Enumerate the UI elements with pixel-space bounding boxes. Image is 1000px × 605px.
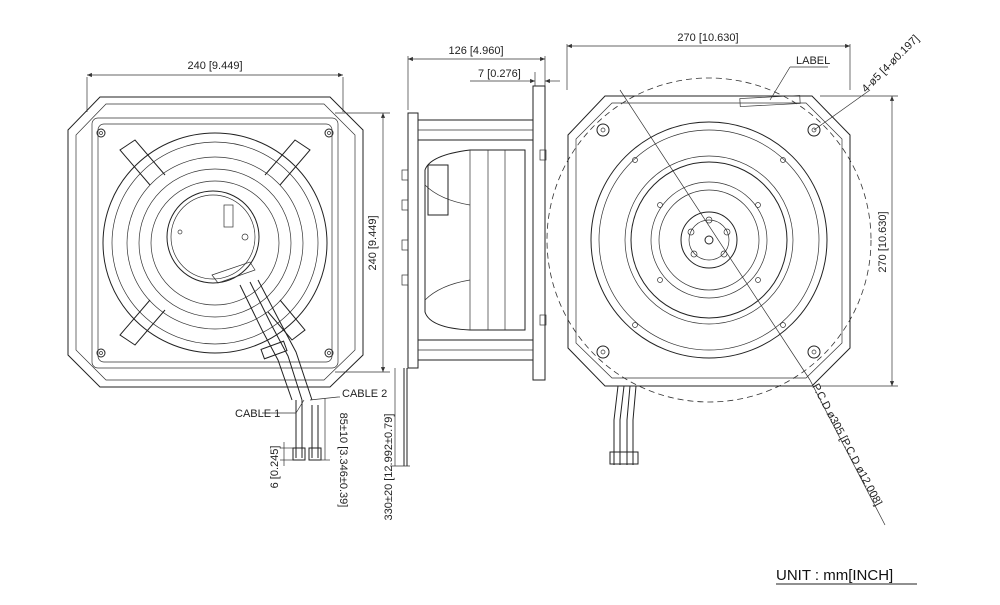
side-depth-dimension: 126 [4.960] [407, 45, 546, 110]
rear-width-label: 270 [10.630] [677, 32, 738, 44]
rear-mount-holes [596, 123, 821, 359]
cable-callouts: CABLE 1 CABLE 2 [235, 388, 387, 420]
cable1-label: CABLE 1 [235, 408, 280, 420]
front-height-dimension: 240 [9.449] [335, 112, 390, 373]
side-flange-plate [532, 85, 546, 381]
side-impeller [424, 149, 526, 331]
side-view: 126 [4.960] 7 [0.276] [383, 45, 560, 520]
front-spokes [119, 139, 311, 346]
front-view: 240 [9.449] 240 [9.449] CABLE 1 CABLE 2 … [67, 60, 390, 507]
flange-dimension: 7 [0.276] [470, 68, 560, 86]
pcd-label: P.C.D ø305 [P.C.D ø12.008] [809, 382, 884, 508]
cable-strip-label: 6 [0.245] [269, 446, 281, 489]
cable-leads [292, 400, 322, 461]
cable-inner-label: 85±10 [3.346±0.39] [337, 413, 349, 508]
rear-label-plate: LABEL [739, 55, 830, 107]
cable-length-label: 330±20 [12.992±0.79] [383, 414, 395, 521]
front-grille [91, 117, 339, 369]
rear-cable [609, 385, 639, 465]
rear-frame [567, 95, 851, 387]
front-cable-bundle [239, 279, 313, 401]
front-width-dimension: 240 [9.449] [86, 60, 344, 112]
front-height-label: 240 [9.449] [367, 215, 379, 270]
rear-height-dimension: 270 [10.630] [820, 95, 898, 387]
rear-width-dimension: 270 [10.630] [566, 32, 851, 90]
flange-label: 7 [0.276] [478, 68, 521, 80]
cable2-label: CABLE 2 [342, 388, 387, 400]
unit-note: UNIT : mm[INCH] [776, 567, 917, 585]
rear-motor-holes [632, 157, 786, 328]
rear-view: 270 [10.630] 270 [10.630] LABEL [546, 32, 922, 526]
side-depth-label: 126 [4.960] [448, 45, 503, 57]
cable-dimensions: 6 [0.245] 85±10 [3.346±0.39] [269, 398, 349, 507]
rear-pcd-circle [546, 77, 872, 403]
side-front-plate [407, 112, 419, 369]
front-frame-inner [75, 103, 356, 381]
unit-label: UNIT : mm[INCH] [776, 567, 893, 584]
side-bosses [401, 149, 547, 326]
hole-label: 4-ø5 [4-ø0.197] [860, 33, 922, 95]
label-callout: LABEL [796, 55, 830, 67]
hole-callout: 4-ø5 [4-ø0.197] [813, 33, 922, 131]
side-body-outline [418, 119, 533, 361]
rear-rings [590, 121, 828, 359]
front-frame-outer [67, 96, 364, 388]
rear-pcd-leader: P.C.D ø305 [P.C.D ø12.008] [619, 89, 886, 526]
front-mount-holes [96, 128, 334, 358]
front-inlet-rings [102, 132, 328, 354]
side-cable: 330±20 [12.992±0.79] [383, 368, 410, 520]
rear-height-label: 270 [10.630] [877, 211, 889, 272]
front-width-label: 240 [9.449] [187, 60, 242, 72]
front-hub [166, 190, 260, 284]
